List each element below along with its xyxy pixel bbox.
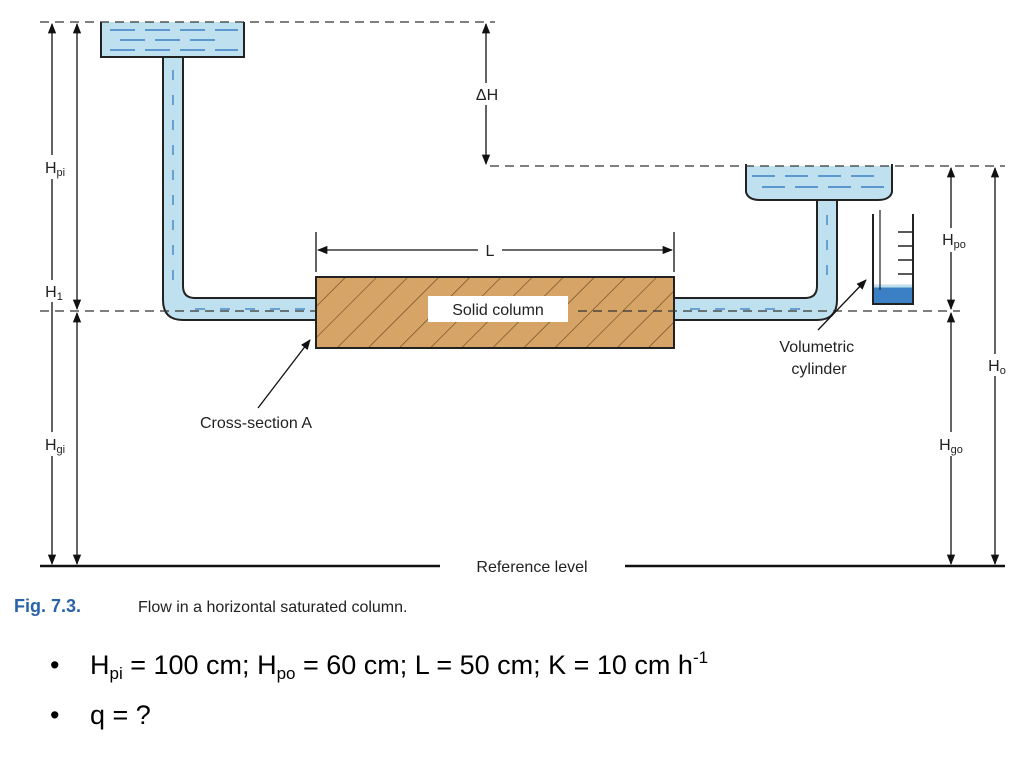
cross-section-label: Cross-section A [200,415,312,432]
volumetric-cylinder-label: Volumetric cylinder [779,339,858,378]
list-item: • q = ? [50,700,1000,752]
given-values: Hpi = 100 cm; Hpo = 60 cm; L = 50 cm; K … [90,648,709,683]
figure-caption: Flow in a horizontal saturated column. [138,599,407,616]
bullet-marker: • [50,650,60,680]
outlet-pipe [673,199,838,321]
h-1-label: H1 [45,284,63,303]
flow-diagram: Solid column R [14,21,1012,616]
h-go-label: Hgo [939,437,963,456]
problem-bullets: • Hpi = 100 cm; Hpo = 60 cm; L = 50 cm; … [50,648,1000,752]
reference-level-label: Reference level [476,559,587,576]
dimension-arrows [47,22,1000,566]
figure-number: Fig. 7.3. [14,596,81,616]
inlet-reservoir [100,22,245,58]
delta-h-label: ΔH [476,87,498,104]
solid-column-label-box [428,296,568,322]
label-backgrounds [36,83,1012,456]
question-text: q = ? [90,700,151,730]
bullet-marker: • [50,700,60,730]
list-item: • Hpi = 100 cm; Hpo = 60 cm; L = 50 cm; … [50,648,1000,700]
inlet-pipe [162,56,317,321]
length-label: L [486,243,495,260]
dashed-guides [40,21,1005,312]
volumetric-cylinder [872,210,914,305]
h-gi-label: Hgi [45,437,65,456]
outlet-reservoir [745,164,893,201]
h-pi-label: Hpi [45,160,65,179]
h-o-label: Ho [988,358,1006,377]
solid-column-label: Solid column [452,302,544,319]
h-po-label: Hpo [942,232,966,251]
